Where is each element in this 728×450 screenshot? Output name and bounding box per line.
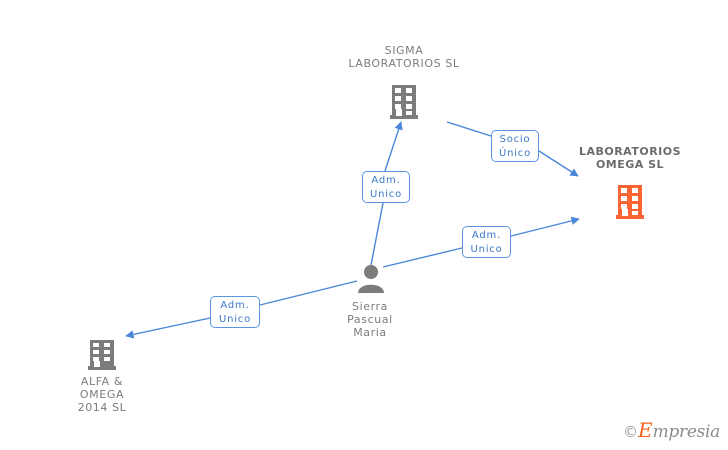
node-label-alfa: ALFA & OMEGA 2014 SL (77, 375, 127, 414)
building-icon-omega[interactable] (616, 185, 644, 219)
watermark-brand-initial: E (638, 418, 653, 442)
person-icon-sierra-pascual-maria[interactable] (358, 265, 384, 293)
building-icon-alfa[interactable] (88, 340, 116, 370)
node-label-omega: LABORATORIOS OMEGA SL (578, 145, 682, 171)
edge-label-persona-to-omega[interactable]: Adm. Unico (462, 226, 511, 258)
edge-label-sigma-to-omega[interactable]: Socio Único (491, 130, 539, 162)
edge-label-persona-to-alfa[interactable]: Adm. Unico (210, 296, 260, 328)
node-label-sierra-pascual-maria: Sierra Pascual Maria (347, 300, 393, 339)
node-label-sigma: SIGMA LABORATORIOS SL (348, 44, 460, 70)
watermark-empresia: ©Empresia (623, 420, 720, 442)
copyright-icon: © (623, 423, 638, 441)
edge-label-persona-to-sigma[interactable]: Adm. Unico (362, 171, 410, 203)
building-icon-sigma[interactable] (390, 85, 418, 119)
edge-persona-to-alfa (125, 280, 358, 339)
edge-persona-to-sigma (370, 121, 403, 266)
edge-persona-to-omega (382, 216, 580, 268)
watermark-brand-rest: mpresia (652, 422, 721, 442)
edge-sigma-to-omega (446, 121, 579, 177)
